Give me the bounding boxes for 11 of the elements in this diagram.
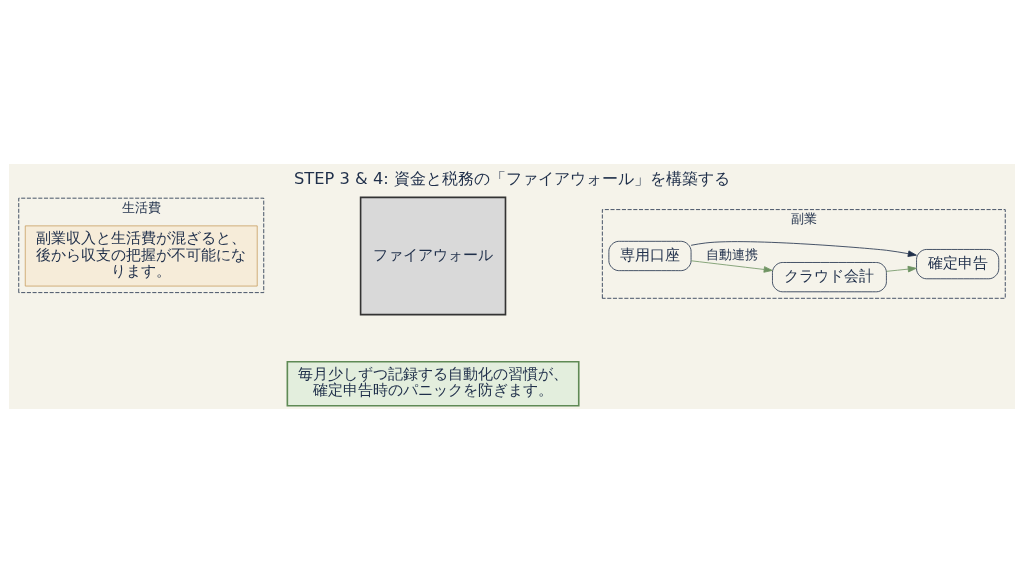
arrow [690,259,773,273]
node-box: 専用口座 [608,240,692,271]
edge-label: 自動連携 [705,246,758,262]
node-box: ファイアウォール [359,196,507,315]
node-box: クラウド会計 [772,261,887,292]
arrow [886,265,917,272]
arrow [690,240,917,257]
node-box: 毎月少しずつ記録する自動化の習慣が、確定申告時のパニックを防ぎます。 [286,360,580,407]
node-box: 副業収入と生活費が混ざると、後から収支の把握が不可能になります。 [24,224,258,286]
node-box: 確定申告 [916,248,1000,279]
diagram-title: STEP 3 & 4: 資金と税務の「ファイアウォール」を構築する [294,168,730,188]
